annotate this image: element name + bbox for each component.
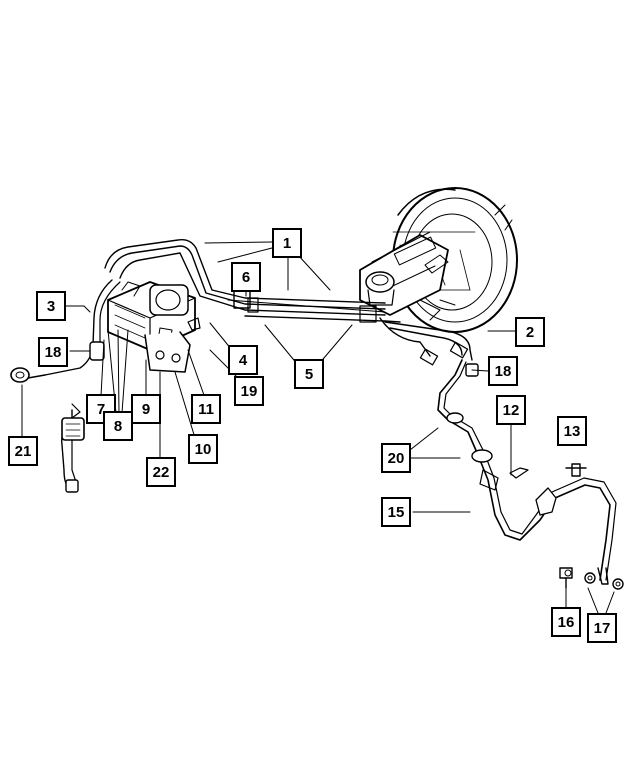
- callout-16: 16: [551, 607, 581, 637]
- callout-9: 9: [131, 394, 161, 424]
- brake-booster: [359, 187, 518, 333]
- bolts: [559, 463, 624, 590]
- callout-4: 4: [228, 345, 258, 375]
- callout-17: 17: [587, 613, 617, 643]
- brake-tubes: [104, 238, 473, 366]
- callout-15: 15: [381, 497, 411, 527]
- left-brake-hose: [10, 279, 121, 493]
- callout-19: 19: [234, 376, 264, 406]
- callout-1: 1: [272, 228, 302, 258]
- callout-6: 6: [231, 262, 261, 292]
- abs-hydraulic-unit: [107, 281, 201, 373]
- callout-13: 13: [557, 416, 587, 446]
- callout-18-right: 18: [488, 356, 518, 386]
- callout-10: 10: [188, 434, 218, 464]
- callout-2: 2: [515, 317, 545, 347]
- callout-11: 11: [191, 394, 221, 424]
- callout-8: 8: [103, 411, 133, 441]
- right-brake-hose: [437, 359, 617, 585]
- callout-12: 12: [496, 395, 526, 425]
- callout-22: 22: [146, 457, 176, 487]
- callout-18-left: 18: [38, 337, 68, 367]
- callout-5: 5: [294, 359, 324, 389]
- callout-21: 21: [8, 436, 38, 466]
- callout-3: 3: [36, 291, 66, 321]
- callout-20: 20: [381, 443, 411, 473]
